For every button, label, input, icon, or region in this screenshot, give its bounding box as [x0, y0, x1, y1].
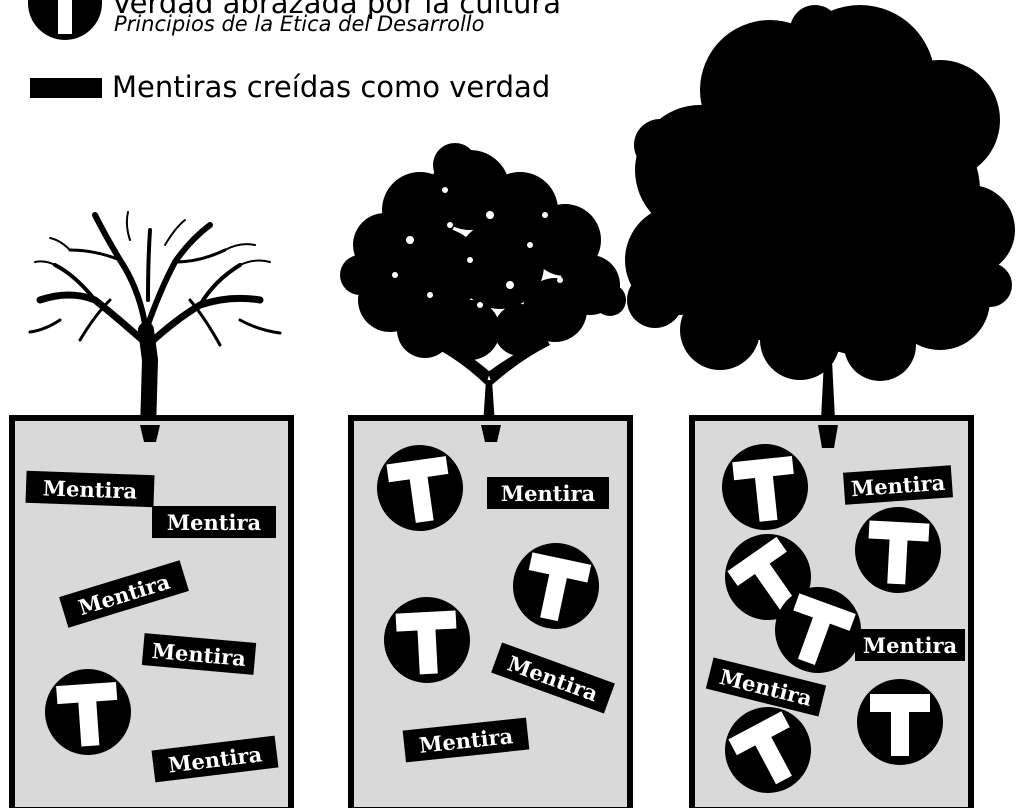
lie-legend-swatch	[30, 78, 102, 98]
lie-label: Mentira	[843, 465, 953, 505]
truth-legend-sublabel: Principios de la Etica del Desarrollo	[114, 12, 485, 36]
truth-legend-icon	[28, 0, 102, 40]
truth-legend-label: Verdad abrazada por la cultura	[112, 0, 562, 20]
lie-legend-label: Mentiras creídas como verdad	[112, 70, 551, 104]
bare-tree-icon	[28, 211, 282, 450]
lie-text: Mentira	[863, 633, 958, 658]
dense-tree-icon	[625, 5, 1015, 450]
lie-text: Mentira	[501, 481, 596, 506]
lie-label: Mentira	[487, 477, 609, 509]
lie-text: Mentira	[42, 475, 137, 503]
lie-label: Mentira	[141, 633, 257, 675]
lie-text: Mentira	[167, 510, 262, 535]
lie-label: Mentira	[25, 470, 155, 508]
lie-label: Mentira	[855, 629, 965, 661]
lie-label: Mentira	[402, 717, 530, 763]
lie-label: Mentira	[152, 506, 276, 538]
truth-symbol	[857, 679, 943, 765]
leafy-tree-icon	[340, 143, 626, 448]
